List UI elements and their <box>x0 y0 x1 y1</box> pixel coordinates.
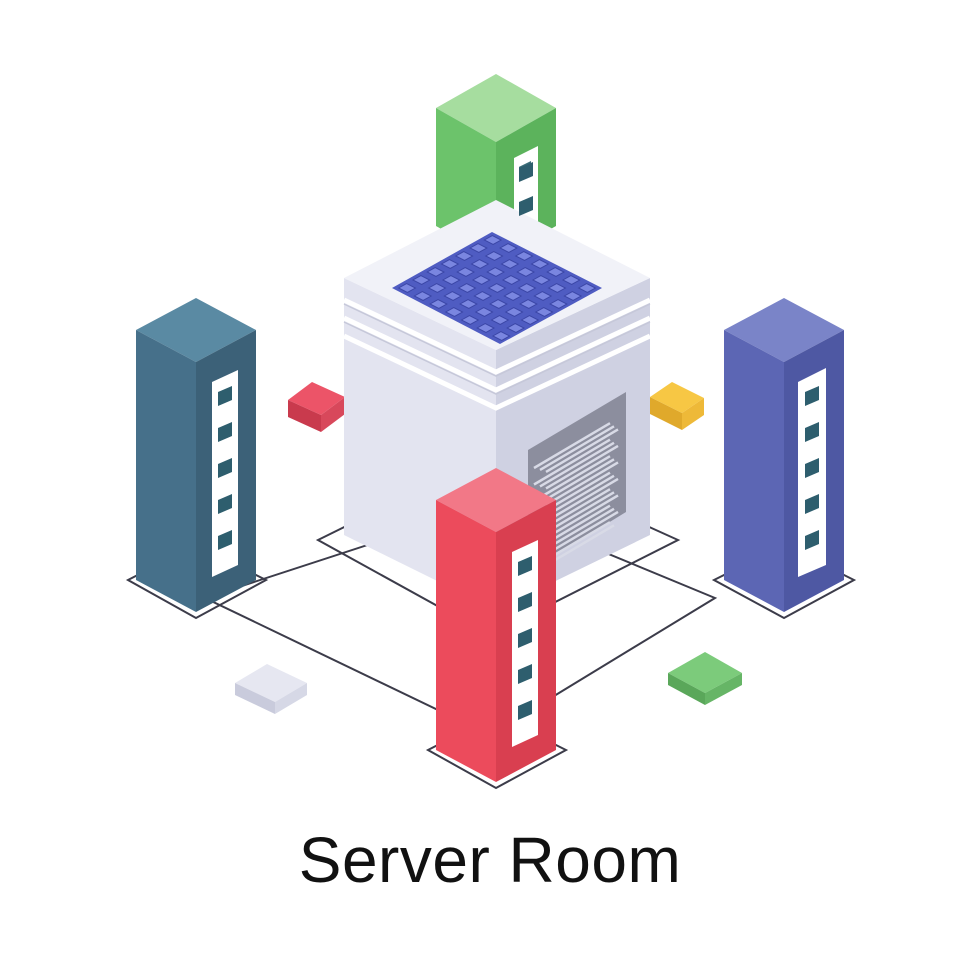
grid-cell <box>500 258 520 270</box>
vent-slat <box>545 461 619 506</box>
vent-slat <box>545 428 619 473</box>
grid-cell <box>443 290 463 302</box>
grid-cell <box>563 290 583 302</box>
grid-cell <box>530 258 550 270</box>
grid-cell <box>441 274 461 286</box>
vent-slat <box>539 441 615 488</box>
grid-cell <box>460 314 480 326</box>
server-tower-icon <box>711 298 857 620</box>
grid-cell <box>468 242 488 254</box>
grid-cell <box>426 266 446 278</box>
server-tower-icon <box>425 468 569 790</box>
grid-cell <box>471 274 491 286</box>
grid-cell <box>498 242 518 254</box>
grid-cell <box>514 250 534 262</box>
led-strip <box>518 556 532 720</box>
grid-cell <box>577 282 597 294</box>
grid-cell <box>486 266 506 278</box>
vent-slat <box>545 510 619 556</box>
vent-slat <box>545 494 619 539</box>
floor-tile-icon <box>650 382 704 430</box>
grid-cell <box>504 306 524 318</box>
grid-cell <box>533 290 553 302</box>
grid-cell <box>428 298 448 310</box>
grid-cell <box>501 274 521 286</box>
grid-cell <box>474 306 494 318</box>
grid-cell <box>413 290 433 302</box>
grid-cell <box>470 258 490 270</box>
grid-cell <box>457 282 477 294</box>
grid-cell <box>548 298 568 310</box>
grid-cell <box>487 282 507 294</box>
grid-cell <box>546 266 566 278</box>
grid-cell <box>488 298 508 310</box>
grid-cell <box>456 266 476 278</box>
grid-cell <box>517 282 537 294</box>
grid-cell <box>484 250 504 262</box>
vent-slat <box>539 425 615 472</box>
vent-slat <box>533 422 611 470</box>
floor-tile-icon <box>288 382 345 432</box>
floor-tile-icon <box>668 652 742 705</box>
led-strip <box>519 162 533 216</box>
grid-cell <box>531 274 551 286</box>
grid-cell <box>520 314 540 326</box>
grid-cell <box>503 290 523 302</box>
grid-cell <box>440 258 460 270</box>
grid-cell <box>534 306 554 318</box>
led-strip <box>218 386 232 550</box>
grid-cell <box>473 290 493 302</box>
grid-cell <box>411 274 431 286</box>
grid-cell <box>506 322 526 334</box>
grid-cell <box>454 250 474 262</box>
grid-cell <box>561 274 581 286</box>
grid-cell <box>516 266 536 278</box>
grid-cell <box>458 298 478 310</box>
grid-cell <box>518 298 538 310</box>
grid-cell <box>547 282 567 294</box>
grid-cell <box>397 282 417 294</box>
grid-cell <box>427 282 447 294</box>
floor-tile-icon <box>235 664 307 714</box>
grid-cell <box>476 322 496 334</box>
grid-cell <box>483 234 503 246</box>
grid-cell <box>490 314 510 326</box>
cooling-grid <box>397 234 597 342</box>
grid-cell <box>444 306 464 318</box>
vent-slat <box>545 444 619 490</box>
led-strip <box>805 386 819 550</box>
vent-slat <box>533 455 611 503</box>
vent-slat <box>545 477 619 523</box>
server-tower-icon <box>125 298 269 620</box>
grid-cell <box>491 330 511 342</box>
caption: Server Room <box>298 824 682 896</box>
vent-slat <box>533 438 611 486</box>
vent-slat <box>539 458 615 505</box>
